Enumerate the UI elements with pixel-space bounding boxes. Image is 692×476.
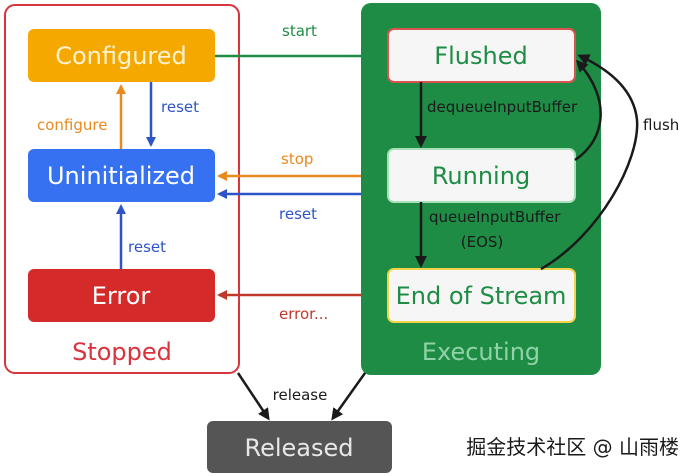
executing-group-label: Executing bbox=[422, 338, 540, 366]
state-uninitialized-label: Uninitialized bbox=[47, 162, 195, 190]
state-running-label: Running bbox=[432, 162, 530, 190]
transition-reset-down: reset bbox=[146, 82, 199, 147]
state-released-label: Released bbox=[244, 434, 353, 462]
state-uninitialized: Uninitialized bbox=[28, 149, 215, 202]
state-released: Released bbox=[207, 421, 392, 473]
transition-dequeue-label: dequeueInputBuffer bbox=[427, 98, 578, 116]
transition-error-label: error... bbox=[279, 305, 328, 323]
watermark: 掘金技术社区 @ 山雨楼 bbox=[466, 435, 679, 459]
state-running: Running bbox=[387, 148, 576, 203]
transition-release: release bbox=[236, 372, 367, 421]
transition-reset-left-label: reset bbox=[279, 205, 317, 223]
state-flushed: Flushed bbox=[387, 28, 576, 83]
transition-queue-eos-label-line2: (EOS) bbox=[461, 233, 504, 251]
transition-configure: configure bbox=[37, 84, 126, 149]
state-configured-label: Configured bbox=[55, 42, 187, 70]
transition-error: error... bbox=[217, 290, 361, 323]
transition-stop: stop bbox=[217, 150, 361, 181]
transition-flush: flush bbox=[540, 54, 679, 271]
transition-reset-left: reset bbox=[217, 189, 361, 223]
transition-stop-label: stop bbox=[281, 150, 313, 168]
state-end-of-stream: End of Stream bbox=[387, 268, 576, 323]
transition-queue-eos-label-line1: queueInputBuffer bbox=[429, 208, 561, 226]
transition-release-label: release bbox=[273, 386, 328, 404]
transition-configure-label: configure bbox=[37, 116, 107, 134]
transition-flush-label: flush bbox=[643, 116, 679, 134]
state-end-of-stream-label: End of Stream bbox=[396, 282, 567, 310]
state-error-label: Error bbox=[92, 282, 151, 310]
transition-queue-eos: queueInputBuffer (EOS) bbox=[415, 202, 561, 268]
transition-reset-down-label: reset bbox=[161, 98, 199, 116]
transition-reset-up: reset bbox=[116, 204, 166, 269]
transition-start: start bbox=[215, 22, 386, 61]
transition-start-label: start bbox=[282, 22, 317, 40]
transition-dequeue: dequeueInputBuffer bbox=[415, 82, 578, 148]
transition-reset-up-label: reset bbox=[128, 238, 166, 256]
stopped-group-label: Stopped bbox=[72, 338, 172, 366]
state-error: Error bbox=[28, 269, 215, 322]
state-configured: Configured bbox=[28, 29, 215, 82]
state-flushed-label: Flushed bbox=[434, 42, 527, 70]
